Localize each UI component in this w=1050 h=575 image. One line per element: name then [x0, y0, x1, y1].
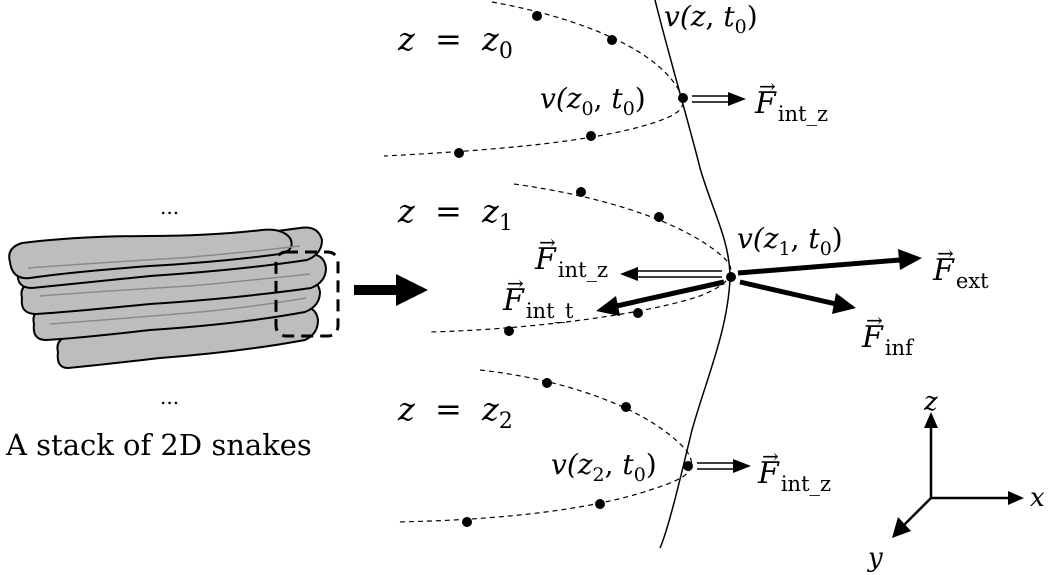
slice-curve-z1 — [427, 183, 732, 333]
force-label-int-t: → Fint_t — [502, 271, 574, 323]
slice-curve-z2 — [395, 369, 693, 523]
svg-text:Fint_t: Fint_t — [502, 283, 574, 323]
axis-label-x: x — [1030, 483, 1045, 513]
plane-label-z2: z = z2 — [397, 390, 513, 434]
point-label-z0: v(z0, t0) — [540, 82, 646, 120]
transition-arrow — [354, 274, 428, 306]
snake-point — [504, 326, 514, 336]
snake-point — [454, 148, 464, 158]
svg-text:Fint_z: Fint_z — [757, 456, 831, 496]
snake-point — [726, 272, 736, 282]
svg-text:→: → — [937, 241, 954, 265]
axis-label-z: z — [923, 387, 938, 417]
svg-text:Fint_z: Fint_z — [534, 242, 608, 282]
snake-inner-line — [49, 297, 307, 325]
force-label-inf: → Finf — [861, 308, 915, 360]
selection-box — [274, 250, 340, 338]
svg-text:→: → — [866, 308, 883, 332]
snake-point — [621, 402, 631, 412]
snake-point — [633, 308, 643, 318]
axis-label-y: y — [867, 543, 883, 573]
force-arrow-ext — [737, 249, 922, 276]
snake-point — [654, 212, 664, 222]
force-label-int-z-0: → Fint_z — [754, 74, 828, 126]
snake-inner-line — [27, 245, 301, 269]
svg-text:Fext: Fext — [932, 253, 989, 293]
snake-point — [542, 378, 552, 388]
snake-point — [607, 35, 617, 45]
force-arrow-int-z-2 — [697, 459, 751, 473]
plane-label-z1: z = z1 — [397, 192, 513, 236]
svg-text:→: → — [759, 74, 776, 98]
snake-point — [586, 131, 596, 141]
snake-stack — [8, 226, 340, 370]
coordinate-axes — [892, 412, 1024, 538]
snake-point — [683, 461, 693, 471]
point-label-z1: v(z1, t0) — [737, 222, 843, 260]
force-label-int-z-2: → Fint_z — [757, 444, 831, 496]
force-arrow-int-z-0 — [692, 92, 746, 106]
force-label-ext: → Fext — [932, 241, 989, 293]
svg-text:→: → — [539, 230, 556, 254]
svg-text:→: → — [507, 271, 524, 295]
force-label-int-z-1: → Fint_z — [534, 230, 608, 282]
force-arrow-int-t — [596, 279, 725, 316]
snake-points — [454, 11, 736, 527]
curve-label: v(z, t0) — [664, 0, 758, 38]
plane-label-z0: z = z0 — [397, 20, 513, 64]
snake-layer-1 — [8, 228, 293, 280]
force-arrow-int-z-1 — [620, 267, 722, 281]
ellipsis-bottom: ... — [160, 385, 179, 409]
stack-caption: A stack of 2D snakes — [5, 428, 312, 462]
snake-point — [462, 517, 472, 527]
snake-inner-line — [39, 273, 311, 297]
svg-text:Finf: Finf — [861, 320, 915, 360]
point-label-z2: v(z2, t0) — [551, 448, 657, 486]
snake-point — [532, 11, 542, 21]
snake-point — [595, 499, 605, 509]
snake-point — [576, 187, 586, 197]
ellipsis-top: ... — [160, 195, 179, 219]
snake-point — [678, 93, 688, 103]
svg-text:Fint_z: Fint_z — [754, 86, 828, 126]
force-arrow-inf — [739, 279, 856, 314]
slice-curve-z0 — [383, 1, 684, 157]
svg-text:→: → — [762, 444, 779, 468]
